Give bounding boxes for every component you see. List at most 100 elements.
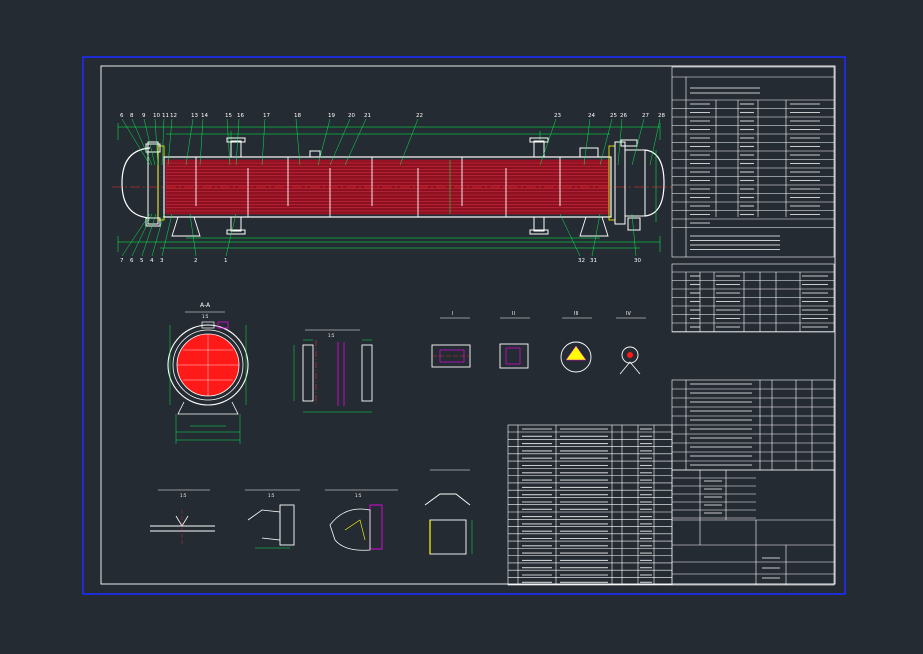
part-balloon-top: 24 [588, 113, 595, 119]
part-balloon-top: 19 [328, 113, 335, 119]
part-balloon-bottom: 5 [140, 258, 144, 264]
leader-line [235, 118, 240, 166]
bottom-dimension-chain [117, 150, 661, 252]
part-balloon-top: 14 [201, 113, 208, 119]
svg-text:1:5: 1:5 [268, 493, 275, 498]
part-balloon-bottom: 3 [160, 258, 164, 264]
right-elliptical-head [644, 149, 665, 217]
part-balloon-top: 20 [348, 113, 355, 119]
part-balloon-bottom: 32 [578, 258, 585, 264]
saddle-detail-view: 1:5 [293, 329, 373, 413]
nozzles [145, 137, 641, 235]
part-balloon-top: 17 [263, 113, 270, 119]
end-view-dimensions [169, 325, 247, 444]
part-balloon-top: 27 [642, 113, 649, 119]
tube-lines [166, 162, 609, 212]
leader-line [591, 213, 601, 257]
detail-section-ii: II [499, 311, 530, 369]
inner-drawing-frame [100, 65, 836, 585]
outer-sheet-border [82, 56, 846, 595]
weld-detail-1: 1:5 [150, 489, 215, 545]
leader-line [344, 118, 367, 166]
leader-lines-top [121, 118, 661, 166]
leader-line [141, 213, 157, 257]
leader-line [399, 118, 419, 166]
leader-line [617, 118, 623, 166]
nozzle-table [671, 263, 835, 333]
part-balloon-top: 12 [170, 113, 177, 119]
part-balloon-top: 18 [294, 113, 301, 119]
parts-list-lower [507, 424, 673, 586]
part-balloon-top: 15 [225, 113, 232, 119]
leader-line [317, 118, 331, 166]
leader-line [539, 118, 557, 166]
part-balloon-bottom: 7 [120, 258, 124, 264]
part-balloon-top: 9 [142, 113, 146, 119]
baffle-plates [195, 157, 561, 217]
svg-text:1:5: 1:5 [355, 493, 362, 498]
end-view-grid [177, 334, 239, 396]
svg-text:1:5: 1:5 [180, 493, 187, 498]
leader-line [121, 213, 151, 257]
leader-line [189, 213, 197, 257]
part-balloon-bottom: 6 [130, 258, 134, 264]
leader-line [161, 118, 165, 166]
part-balloon-bottom: 31 [590, 258, 597, 264]
part-balloon-top: 11 [162, 113, 169, 119]
detail-section-i: I [431, 311, 471, 368]
leader-line [295, 118, 301, 166]
part-balloon-bottom: 2 [194, 258, 198, 264]
technical-characteristics-table [671, 66, 835, 258]
part-balloon-top: 8 [130, 113, 134, 119]
svg-text:III: III [574, 311, 578, 317]
part-balloon-top: 26 [620, 113, 627, 119]
svg-text:1:5: 1:5 [328, 333, 335, 338]
leader-line [131, 213, 153, 257]
part-balloon-top: 16 [237, 113, 244, 119]
leader-line [154, 118, 159, 166]
leader-line [161, 213, 173, 257]
part-balloon-bottom: 30 [634, 258, 641, 264]
leader-line [199, 118, 204, 166]
leader-line [225, 213, 237, 257]
part-balloon-top: 25 [610, 113, 617, 119]
detail-section-iv: IV [616, 311, 646, 375]
left-tubesheet-flange [147, 141, 159, 225]
weld-detail-2: 1:5 [245, 489, 300, 549]
leader-line [167, 118, 173, 166]
svg-text:I: I [452, 311, 453, 317]
part-balloon-top: 13 [191, 113, 198, 119]
svg-text:II: II [512, 311, 515, 317]
leader-line [649, 118, 661, 166]
table-text-marks [522, 87, 828, 583]
leader-line [131, 118, 153, 166]
part-balloon-bottom: 4 [150, 258, 154, 264]
part-balloon-top: 21 [364, 113, 371, 119]
detail-section-iii: III [560, 311, 592, 373]
leader-line [185, 118, 194, 166]
leader-line [329, 118, 351, 166]
leader-line [151, 213, 165, 257]
leader-line [583, 118, 591, 166]
weld-detail-4 [424, 469, 473, 555]
part-balloon-top: 22 [416, 113, 423, 119]
leader-line [226, 118, 231, 166]
leader-lines-bottom [121, 213, 637, 257]
leader-line [631, 118, 645, 166]
part-balloon-bottom: 1 [224, 258, 228, 264]
weld-detail-3: 1:5 [325, 489, 398, 551]
svg-text:1:5: 1:5 [202, 314, 209, 319]
part-balloon-top: 23 [554, 113, 561, 119]
part-balloon-top: 28 [658, 113, 665, 119]
saddle-supports [171, 216, 609, 237]
title-block [671, 469, 835, 586]
leader-line [143, 118, 156, 166]
part-balloon-top: 10 [153, 113, 160, 119]
section-a-a-view: A-A 1:5 [167, 302, 249, 444]
leader-line [599, 118, 613, 166]
left-elliptical-head [121, 147, 151, 219]
